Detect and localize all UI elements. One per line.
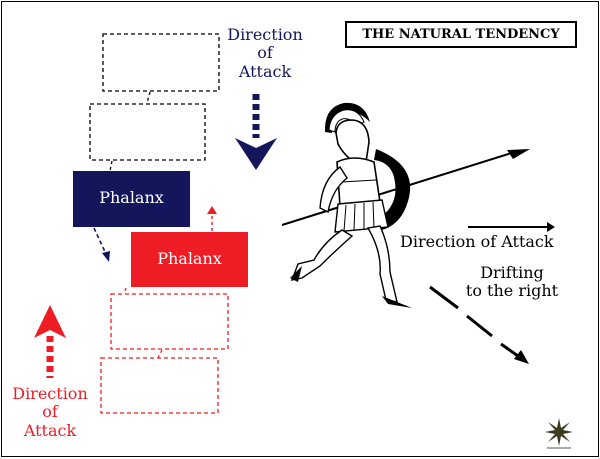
- blue-ghost-box-1: [102, 33, 220, 92]
- red-ghost-connector-1: [123, 287, 127, 295]
- red-ghost-connector-2: [157, 349, 163, 359]
- blue-phalanx-box: [73, 171, 190, 227]
- drift-arrow-seg-3: [500, 342, 519, 358]
- drift-line-1: Drifting: [480, 263, 544, 282]
- blue-ghost-box-2: [89, 103, 206, 161]
- red-drift-arrowhead: [207, 206, 217, 214]
- drift-arrow-seg-2: [466, 314, 493, 338]
- blue-attack-label: Direction of Attack: [222, 25, 308, 81]
- red-phalanx-box: [131, 232, 248, 287]
- star-logo-icon: [545, 418, 573, 449]
- red-attack-line-1: Direction: [12, 384, 88, 403]
- right-attack-arrowhead: [547, 222, 555, 232]
- blue-drift-arrowhead: [102, 251, 110, 262]
- blue-ghost-connector-2: [109, 160, 113, 172]
- hoplite-warrior-figure: [281, 102, 530, 308]
- red-attack-label: Direction of Attack: [8, 384, 92, 440]
- right-attack-label: Direction of Attack: [400, 232, 554, 251]
- blue-attack-arrowhead: [235, 138, 277, 170]
- blue-attack-line-1: Direction: [227, 25, 303, 44]
- drift-line-2: to the right: [465, 281, 559, 301]
- blue-drift-arrow: [93, 227, 107, 255]
- blue-ghost-connector-1: [146, 91, 151, 104]
- page-title: THE NATURAL TENDENCY: [345, 21, 577, 48]
- blue-phalanx-label: Phalanx: [99, 188, 164, 207]
- drift-arrow-seg-1: [429, 285, 459, 310]
- red-ghost-box-2: [100, 357, 219, 414]
- blue-attack-line-2: of: [257, 43, 273, 63]
- red-attack-line-2: of: [42, 402, 58, 422]
- red-ghost-box-1: [110, 293, 229, 350]
- red-phalanx-label: Phalanx: [157, 249, 222, 268]
- red-attack-line-3: Attack: [23, 420, 77, 440]
- drift-label: Drifting to the right: [452, 263, 572, 301]
- drift-arrowhead: [514, 350, 529, 364]
- red-attack-arrowhead: [34, 305, 66, 338]
- blue-attack-line-3: Attack: [238, 61, 292, 81]
